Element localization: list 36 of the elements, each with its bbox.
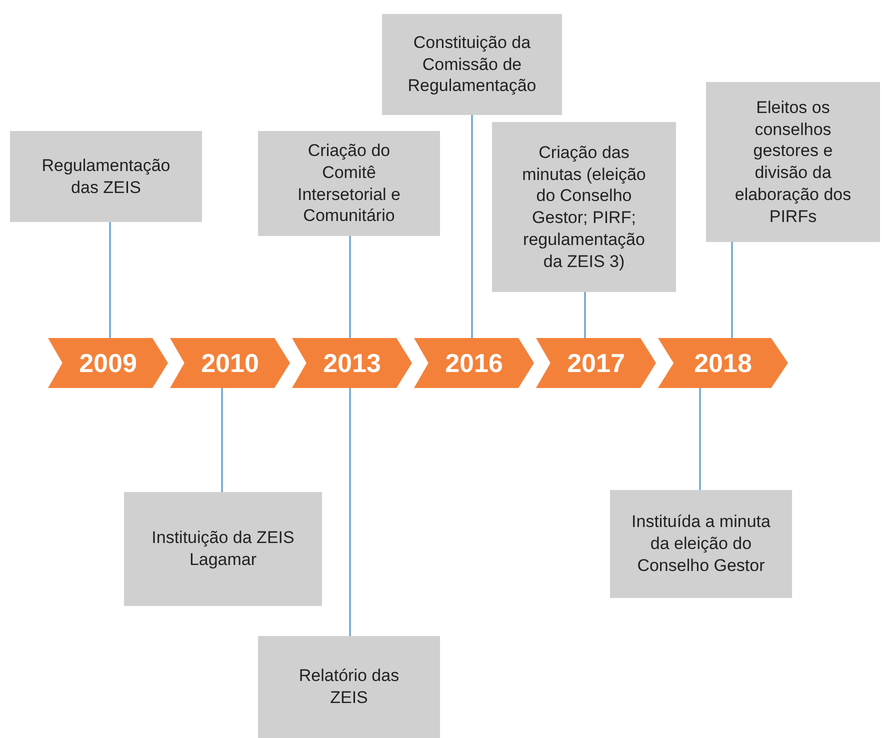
year-label: 2017: [567, 348, 625, 378]
leader-line: [221, 388, 223, 492]
timeline-year-segment: [48, 338, 168, 388]
leader-line: [349, 236, 351, 338]
event-text: Instituída a minuta da eleição do Conselho Gestor: [630, 511, 772, 577]
event-text: Criação do Comitê Intersetorial e Comunitário: [296, 140, 402, 227]
year-label: 2016: [445, 348, 503, 378]
leader-line: [349, 388, 351, 636]
year-label: 2018: [694, 348, 752, 378]
event-box: [258, 131, 440, 236]
timeline-year-segment: [292, 338, 412, 388]
leader-line: [471, 115, 473, 338]
year-label: 2013: [323, 348, 381, 378]
event-text: Regulamentação das ZEIS: [40, 154, 172, 198]
timeline-year-segment: [536, 338, 656, 388]
event-box: [258, 636, 440, 738]
event-box: [706, 82, 880, 242]
year-label: 2010: [201, 348, 259, 378]
event-box: [382, 14, 562, 115]
timeline-year-segment: [414, 338, 534, 388]
leader-line: [109, 222, 111, 338]
event-text: Eleitos os conselhos gestores e divisão da elaboração dos PIRFs: [734, 96, 852, 228]
event-box: [124, 492, 322, 606]
leader-line: [731, 242, 733, 338]
timeline-year-segment: [658, 338, 788, 388]
event-box: [492, 122, 676, 292]
event-text: Instituição da ZEIS Lagamar: [150, 527, 296, 571]
leader-line: [699, 388, 701, 490]
event-box: [10, 131, 202, 222]
timeline-year-segment: [170, 338, 290, 388]
event-text: Constituição da Comissão de Regulamentação: [406, 32, 538, 98]
event-text: Criação das minutas (eleição do Conselho Gestor; PIRF; regulamentação da ZEIS 3): [521, 142, 647, 272]
event-box: [610, 490, 792, 598]
leader-line: [584, 292, 586, 338]
year-label: 2009: [79, 348, 137, 378]
event-text: Relatório das ZEIS: [298, 665, 400, 709]
